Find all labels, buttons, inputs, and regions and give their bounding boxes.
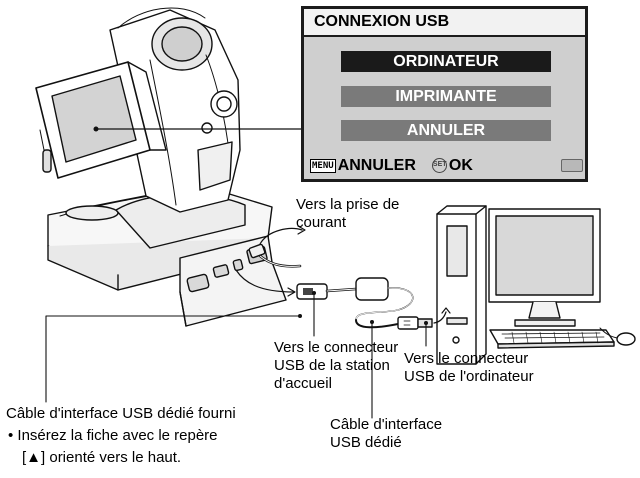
footer-ok-label: OK — [448, 157, 473, 174]
footer-cancel-label: ANNULER — [337, 157, 416, 174]
keyboard-icon — [489, 327, 636, 349]
docking-station-icon — [47, 184, 287, 327]
set-key-icon: SET — [431, 158, 447, 174]
callout-dock-usb: Vers le connecteur USB de la station d'a… — [274, 339, 399, 392]
desktop-tower-icon — [436, 205, 487, 365]
menu-title: CONNEXION USB — [304, 9, 585, 37]
video-camera-icon — [35, 7, 241, 213]
battery-icon — [561, 159, 583, 172]
callout-pc-usb: Vers le connecteur USB de l'ordinateur — [404, 350, 534, 385]
usb-connection-menu: CONNEXION USB ORDINATEUR IMPRIMANTE ANNU… — [301, 6, 588, 182]
monitor-icon — [488, 208, 601, 327]
option-printer[interactable]: IMPRIMANTE — [341, 86, 551, 107]
option-computer[interactable]: ORDINATEUR — [341, 51, 551, 72]
callout-power-outlet: Vers la prise de courant — [296, 196, 400, 231]
option-cancel[interactable]: ANNULER — [341, 120, 551, 141]
callout-usb-cable: Câble d'interface USB dédié — [330, 416, 443, 451]
instruction-note: • Insérez la fiche avec le repère [▲] or… — [8, 427, 218, 466]
usb-cable-icon — [235, 269, 451, 330]
menu-key-icon: MENU — [310, 158, 336, 173]
callout-supplied-cable: Câble d'interface USB dédié fourni — [6, 405, 236, 422]
power-cable-icon — [248, 225, 306, 268]
